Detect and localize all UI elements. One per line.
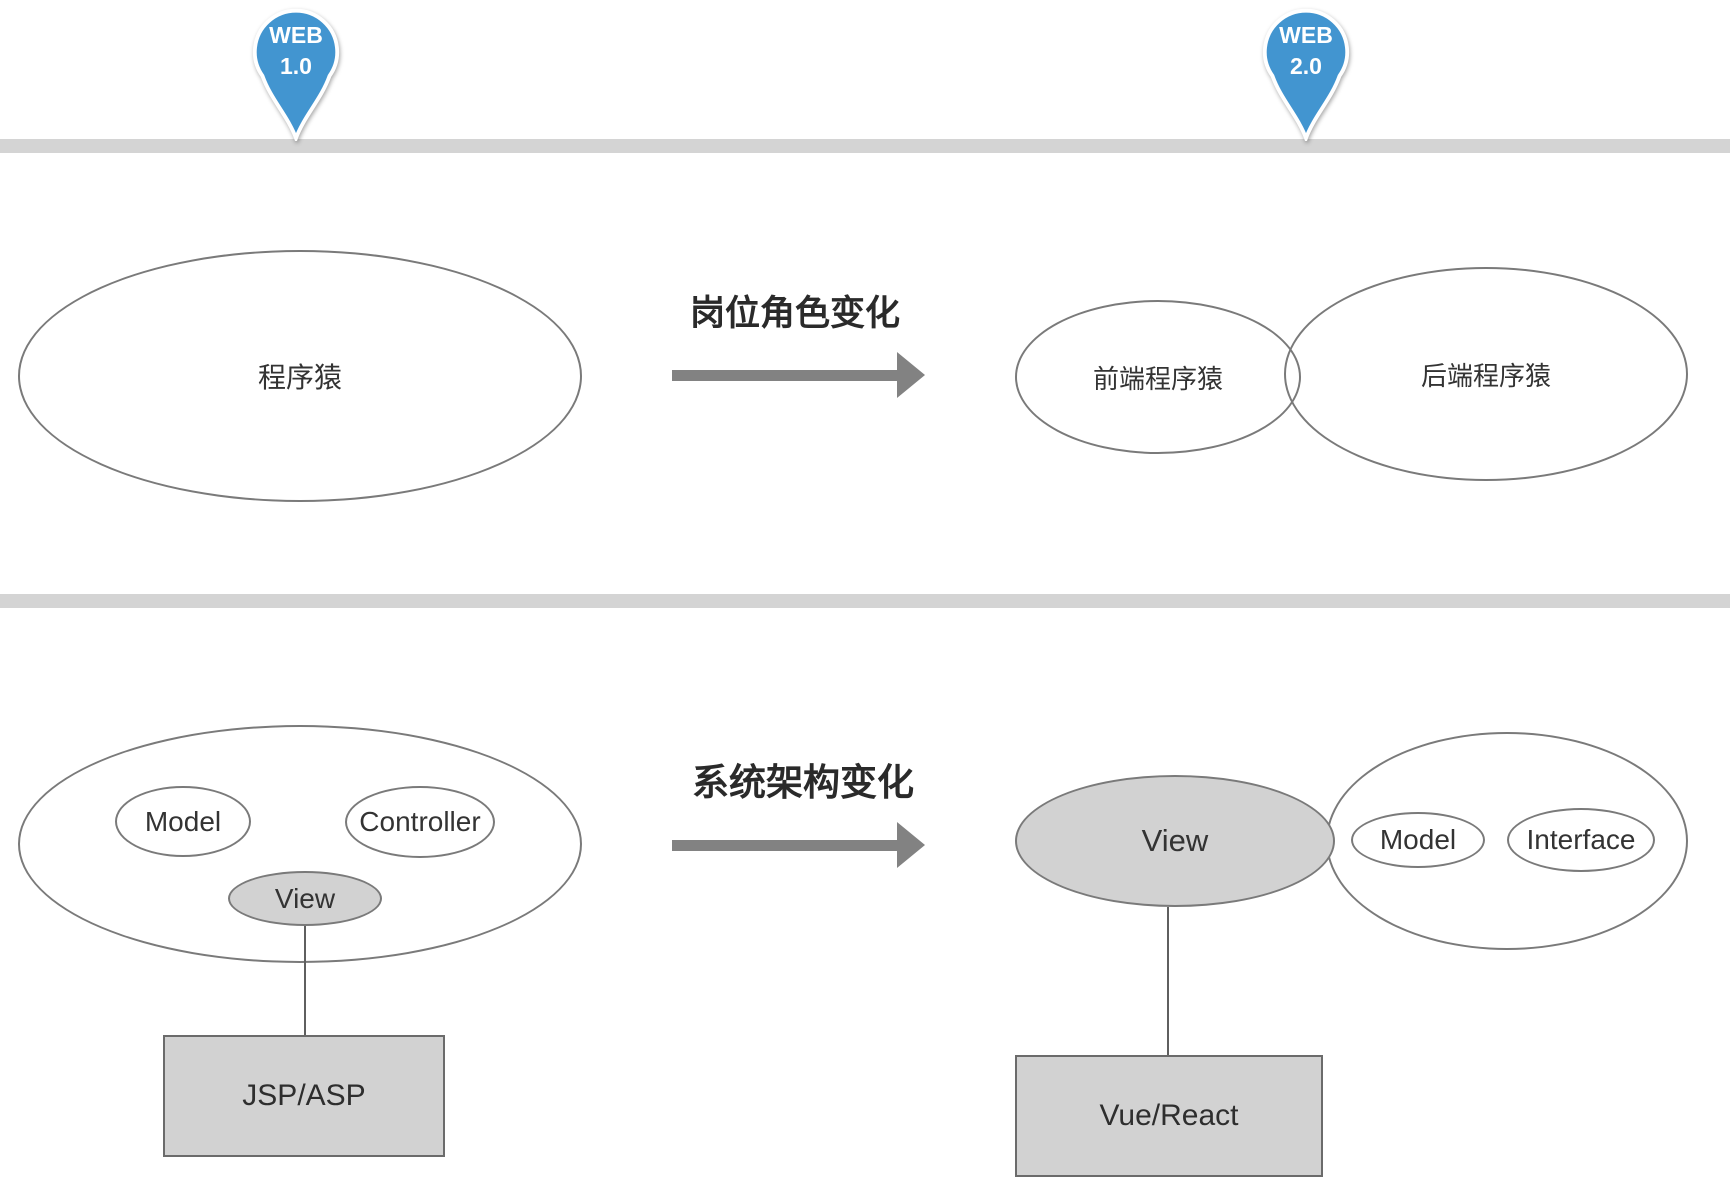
map-pin-icon bbox=[1262, 8, 1350, 141]
role-arrow-shaft bbox=[672, 370, 898, 381]
web2-marker-label: WEB 2.0 bbox=[1258, 20, 1354, 82]
vue-react-label: Vue/React bbox=[1099, 1099, 1239, 1132]
view-right-label: View bbox=[1141, 823, 1209, 858]
vue-react-box: Vue/React bbox=[1015, 1055, 1323, 1177]
architecture-change-title: 系统架构变化 bbox=[692, 762, 914, 803]
web1-marker: WEB 1.0 bbox=[248, 4, 344, 141]
role-change-title: 岗位角色变化 bbox=[689, 294, 900, 333]
architecture-arrow-head bbox=[897, 822, 925, 868]
interface-ellipse: Interface bbox=[1507, 808, 1655, 872]
marker-line1: WEB bbox=[269, 22, 323, 48]
controller-label: Controller bbox=[359, 806, 481, 837]
marker-line2: 1.0 bbox=[280, 53, 312, 79]
section-divider bbox=[0, 594, 1730, 608]
timeline-bar bbox=[0, 139, 1730, 153]
backend-programmer-ellipse: 后端程序猿 bbox=[1284, 267, 1688, 481]
marker-line1: WEB bbox=[1279, 22, 1333, 48]
role-arrow-head bbox=[897, 352, 925, 398]
interface-label: Interface bbox=[1526, 824, 1636, 855]
view-label: View bbox=[274, 882, 336, 914]
controller-ellipse: Controller bbox=[345, 786, 495, 858]
programmer-ellipse: 程序猿 bbox=[18, 250, 582, 502]
jsp-asp-box: JSP/ASP bbox=[163, 1035, 445, 1157]
view-ellipse: View bbox=[228, 871, 382, 926]
backend-programmer-label: 后端程序猿 bbox=[1420, 360, 1551, 391]
marker-line2: 2.0 bbox=[1290, 53, 1322, 79]
view-ellipse-right: View bbox=[1015, 775, 1335, 907]
view-vue-connector bbox=[1167, 907, 1169, 1055]
mvc-ellipse bbox=[18, 725, 582, 963]
view-jsp-connector bbox=[304, 925, 306, 1035]
web1-marker-label: WEB 1.0 bbox=[248, 20, 344, 82]
programmer-label: 程序猿 bbox=[257, 362, 342, 393]
model-right-label: Model bbox=[1379, 824, 1457, 855]
jsp-asp-label: JSP/ASP bbox=[242, 1079, 366, 1112]
map-pin-icon bbox=[252, 8, 340, 141]
model-ellipse-right: Model bbox=[1351, 812, 1485, 868]
frontend-programmer-ellipse: 前端程序猿 bbox=[1015, 300, 1301, 454]
model-ellipse: Model bbox=[115, 786, 251, 857]
model-label: Model bbox=[144, 805, 222, 837]
web2-marker: WEB 2.0 bbox=[1258, 4, 1354, 141]
frontend-programmer-label: 前端程序猿 bbox=[1092, 363, 1223, 394]
architecture-arrow-shaft bbox=[672, 840, 898, 851]
